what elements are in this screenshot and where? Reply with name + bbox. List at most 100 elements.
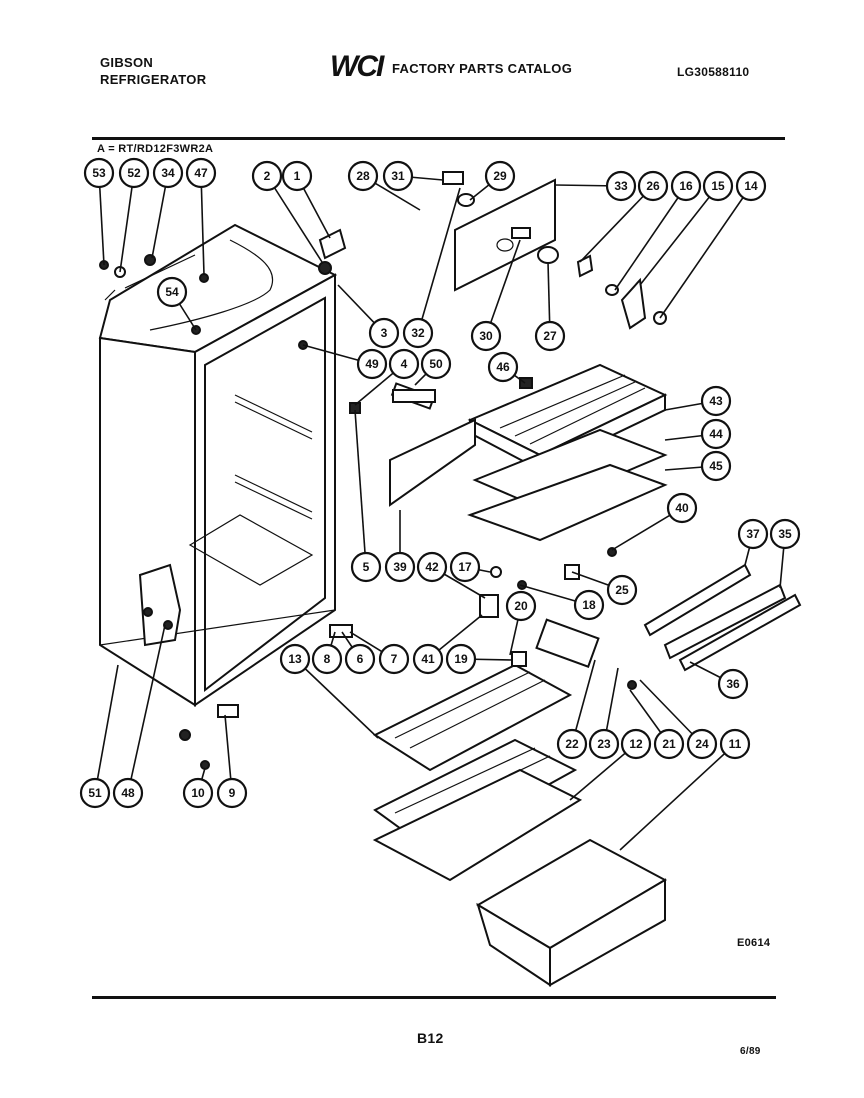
- callout-label: 34: [161, 166, 175, 180]
- callout-label: 28: [356, 169, 370, 183]
- callout-circle: [556, 728, 588, 760]
- callout-label: 1: [294, 169, 301, 183]
- callout-label: 17: [458, 560, 472, 574]
- callout-52: 52: [118, 157, 150, 189]
- leader-line-16: [614, 185, 687, 291]
- callout-circle: [79, 777, 111, 809]
- callout-circle: [686, 728, 718, 760]
- leader-line-53: [98, 172, 105, 266]
- callout-label: 20: [514, 599, 528, 613]
- callout-16: 16: [670, 170, 702, 202]
- callout-42: 42: [416, 551, 448, 583]
- callout-22: 22: [556, 728, 588, 760]
- callout-31: 31: [382, 160, 414, 192]
- callout-label: 19: [454, 652, 468, 666]
- callout-4: 4: [388, 348, 420, 380]
- callout-label: 42: [425, 560, 439, 574]
- callout-label: 6: [357, 652, 364, 666]
- leader-line-13: [294, 658, 379, 739]
- leader-line-30: [485, 239, 521, 337]
- callout-circle: [445, 643, 477, 675]
- callout-43: 43: [700, 385, 732, 417]
- callout-circle: [402, 317, 434, 349]
- leader-line-51: [94, 664, 119, 794]
- leader-line-48: [127, 624, 166, 794]
- callout-label: 50: [429, 357, 443, 371]
- callout-circle: [735, 170, 767, 202]
- callout-label: 24: [695, 737, 709, 751]
- callout-label: 27: [543, 329, 557, 343]
- brand-name: GIBSON: [100, 55, 154, 70]
- callout-circle: [378, 643, 410, 675]
- callout-circle: [700, 450, 732, 482]
- callout-circle: [156, 276, 188, 308]
- crisper-drawing: [476, 838, 668, 987]
- callout-label: 44: [709, 427, 723, 441]
- header-rule: [92, 137, 785, 140]
- callout-17: 17: [449, 551, 481, 583]
- callout-label: 41: [421, 652, 435, 666]
- callout-50: 50: [420, 348, 452, 380]
- callout-48: 48: [112, 777, 144, 809]
- date-code: 6/89: [740, 1046, 761, 1057]
- callout-circle: [700, 385, 732, 417]
- callout-label: 12: [629, 737, 643, 751]
- callout-32: 32: [402, 317, 434, 349]
- callout-label: 47: [194, 166, 208, 180]
- callout-circle: [388, 348, 420, 380]
- callout-circle: [449, 551, 481, 583]
- callout-circle: [534, 320, 566, 352]
- callout-circle: [484, 160, 516, 192]
- callout-circle: [420, 348, 452, 380]
- callout-29: 29: [484, 160, 516, 192]
- callout-54: 54: [156, 276, 188, 308]
- callout-label: 49: [365, 357, 379, 371]
- trim-strips-drawing: [643, 563, 802, 672]
- callout-8: 8: [311, 643, 343, 675]
- callout-circle: [620, 728, 652, 760]
- callout-6: 6: [344, 643, 376, 675]
- footer-rule: [92, 996, 776, 999]
- callout-label: 18: [582, 598, 596, 612]
- callout-3: 3: [368, 317, 400, 349]
- callout-49: 49: [356, 348, 388, 380]
- callout-label: 29: [493, 169, 507, 183]
- callout-circle: [382, 160, 414, 192]
- callout-label: 31: [391, 169, 405, 183]
- callout-5: 5: [350, 551, 382, 583]
- callout-label: 4: [401, 357, 408, 371]
- callout-21: 21: [653, 728, 685, 760]
- product-type: REFRIGERATOR: [100, 72, 207, 87]
- callout-circle: [112, 777, 144, 809]
- callout-circle: [368, 317, 400, 349]
- callout-34: 34: [152, 157, 184, 189]
- callout-41: 41: [412, 643, 444, 675]
- callout-label: 11: [729, 737, 742, 751]
- callout-9: 9: [216, 777, 248, 809]
- callout-23: 23: [588, 728, 620, 760]
- callout-53: 53: [83, 157, 115, 189]
- small-parts-drawing: [99, 228, 637, 770]
- callout-37: 37: [737, 518, 769, 550]
- callout-circle: [356, 348, 388, 380]
- callout-27: 27: [534, 320, 566, 352]
- page-number: B12: [417, 1030, 444, 1046]
- callout-24: 24: [686, 728, 718, 760]
- callout-18: 18: [573, 589, 605, 621]
- leader-lines: [94, 172, 786, 851]
- callout-circle: [653, 728, 685, 760]
- callout-40: 40: [666, 492, 698, 524]
- callout-label: 30: [479, 329, 493, 343]
- callout-label: 8: [324, 652, 331, 666]
- callout-33: 33: [605, 170, 637, 202]
- callout-circle: [470, 320, 502, 352]
- leader-line-32: [417, 187, 461, 334]
- callout-20: 20: [505, 590, 537, 622]
- figure-code: E0614: [737, 937, 771, 949]
- callout-label: 54: [165, 285, 179, 299]
- callout-circle: [279, 643, 311, 675]
- callout-label: 14: [744, 179, 758, 193]
- variant-line: A = RT/RD12F3WR2A: [97, 143, 214, 155]
